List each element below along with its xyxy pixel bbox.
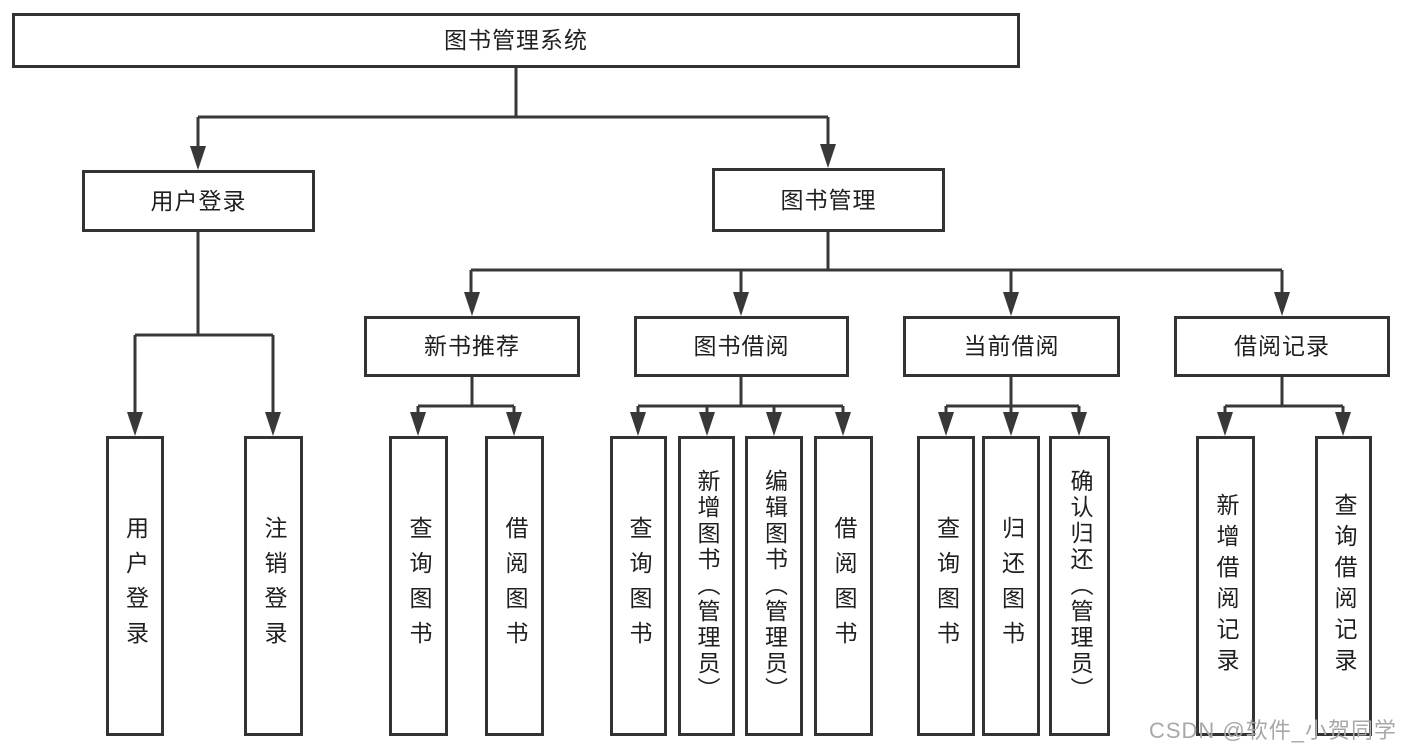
leaf-add-books-admin: 新增图书（管理员） [678,436,735,736]
node-book-borrow: 图书借阅 [634,316,849,377]
leaf-return-books: 归还图书 [982,436,1040,736]
leaf-query-books-1: 查询图书 [389,436,448,736]
leaf-query-borrow-record: 查询借阅记录 [1315,436,1372,736]
leaf-edit-books-admin: 编辑图书（管理员） [745,436,803,736]
leaf-user-login: 用户登录 [106,436,164,736]
leaf-query-books-3: 查询图书 [917,436,975,736]
leaf-confirm-return-admin: 确认归还（管理员） [1049,436,1110,736]
leaf-query-books-2: 查询图书 [610,436,667,736]
node-new-book-recommend: 新书推荐 [364,316,580,377]
node-borrow-record: 借阅记录 [1174,316,1390,377]
leaf-borrow-books-1: 借阅图书 [485,436,544,736]
node-user-login-branch: 用户登录 [82,170,315,232]
leaf-logout: 注销登录 [244,436,303,736]
node-book-management: 图书管理 [712,168,945,232]
leaf-add-borrow-record: 新增借阅记录 [1196,436,1255,736]
node-library-system: 图书管理系统 [12,13,1020,68]
node-current-borrow: 当前借阅 [903,316,1120,377]
arrowheads [127,144,1351,436]
csdn-watermark: CSDN @软件_小贺同学 [1148,718,1397,743]
leaf-borrow-books-2: 借阅图书 [814,436,873,736]
